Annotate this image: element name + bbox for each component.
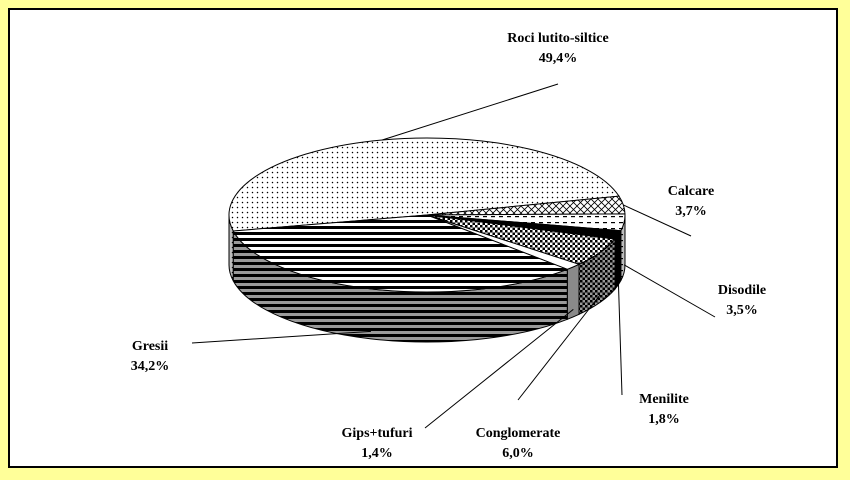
chart-frame: Roci lutito-siltice 49,4% Calcare 3,7% Disod… (8, 8, 838, 468)
slice-label-calcare: Calcare (668, 184, 714, 199)
leader-calcare (623, 204, 692, 237)
leader-lines (191, 83, 716, 429)
slice-label-gresii: Gresii (132, 339, 168, 354)
leader-disodile (623, 264, 716, 318)
slice-percent-menilite: 1,8% (648, 412, 680, 427)
leader-roci-lutito-siltice (382, 83, 559, 141)
leader-gresii (191, 330, 371, 344)
slice-percent-gips-tufuri: 1,4% (361, 446, 393, 461)
slice-label-roci-lutito-siltice: Roci lutito-siltice (507, 31, 608, 46)
leader-conglomerate (517, 294, 601, 401)
pie-tops (228, 137, 626, 293)
slice-label-disodile: Disodile (718, 283, 766, 298)
pie-side-gips-tufuri (566, 263, 580, 321)
slice-percent-gresii: 34,2% (131, 359, 170, 374)
pie-slice-gresii (232, 214, 569, 293)
slice-percent-conglomerate: 6,0% (502, 446, 534, 461)
slice-percent-calcare: 3,7% (675, 204, 707, 219)
pie-chart: Roci lutito-siltice 49,4% Calcare 3,7% Disod… (131, 31, 766, 461)
leader-gips-tufuri (424, 308, 574, 429)
slice-label-gips-tufuri: Gips+tufuri (342, 426, 413, 441)
slice-percent-roci-lutito-siltice: 49,4% (539, 51, 578, 66)
slice-labels: Roci lutito-siltice 49,4% Calcare 3,7% Disod… (131, 31, 766, 461)
slice-label-menilite: Menilite (639, 392, 689, 407)
slice-percent-disodile: 3,5% (726, 303, 758, 318)
leader-menilite (617, 277, 623, 396)
slice-label-conglomerate: Conglomerate (476, 426, 561, 441)
